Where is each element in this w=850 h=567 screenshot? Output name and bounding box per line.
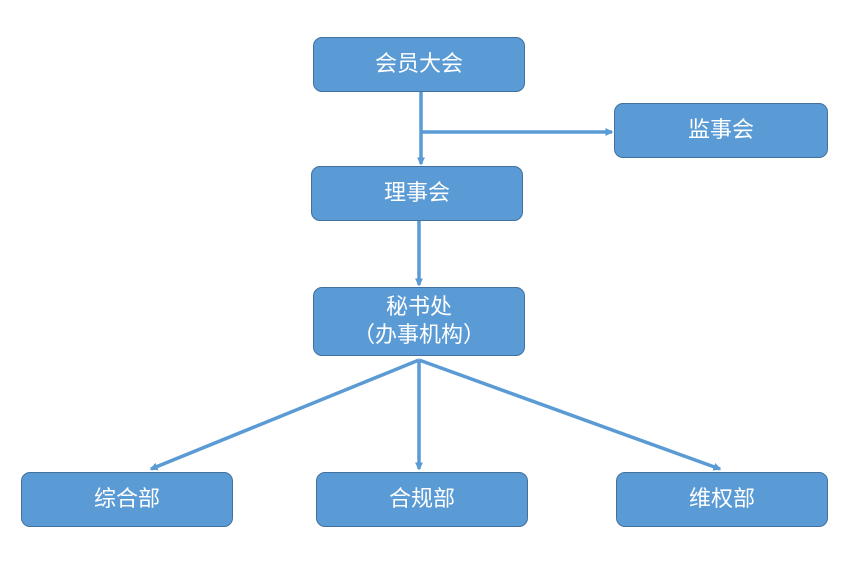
node-label: 合规部 (388, 486, 455, 512)
node-secretariat: 秘书处 （办事机构） (313, 287, 525, 356)
node-general-department: 综合部 (21, 472, 233, 527)
arrow-secretariat-to-rights (418, 358, 722, 471)
node-label-line1: 秘书处 (385, 295, 452, 320)
node-label: 监事会 (687, 117, 754, 143)
node-member-assembly: 会员大会 (313, 37, 525, 92)
node-compliance-department: 合规部 (316, 472, 528, 527)
node-supervisory-board: 监事会 (614, 103, 828, 158)
node-rights-protection-department: 维权部 (616, 472, 828, 527)
node-council: 理事会 (311, 166, 523, 221)
node-label-line2: （办事机构） (352, 322, 485, 348)
node-label: 综合部 (93, 486, 160, 512)
node-label: 会员大会 (374, 51, 463, 77)
arrow-secretariat-to-general (149, 358, 420, 471)
node-label: 维权部 (688, 486, 755, 512)
node-label: 理事会 (383, 180, 450, 206)
